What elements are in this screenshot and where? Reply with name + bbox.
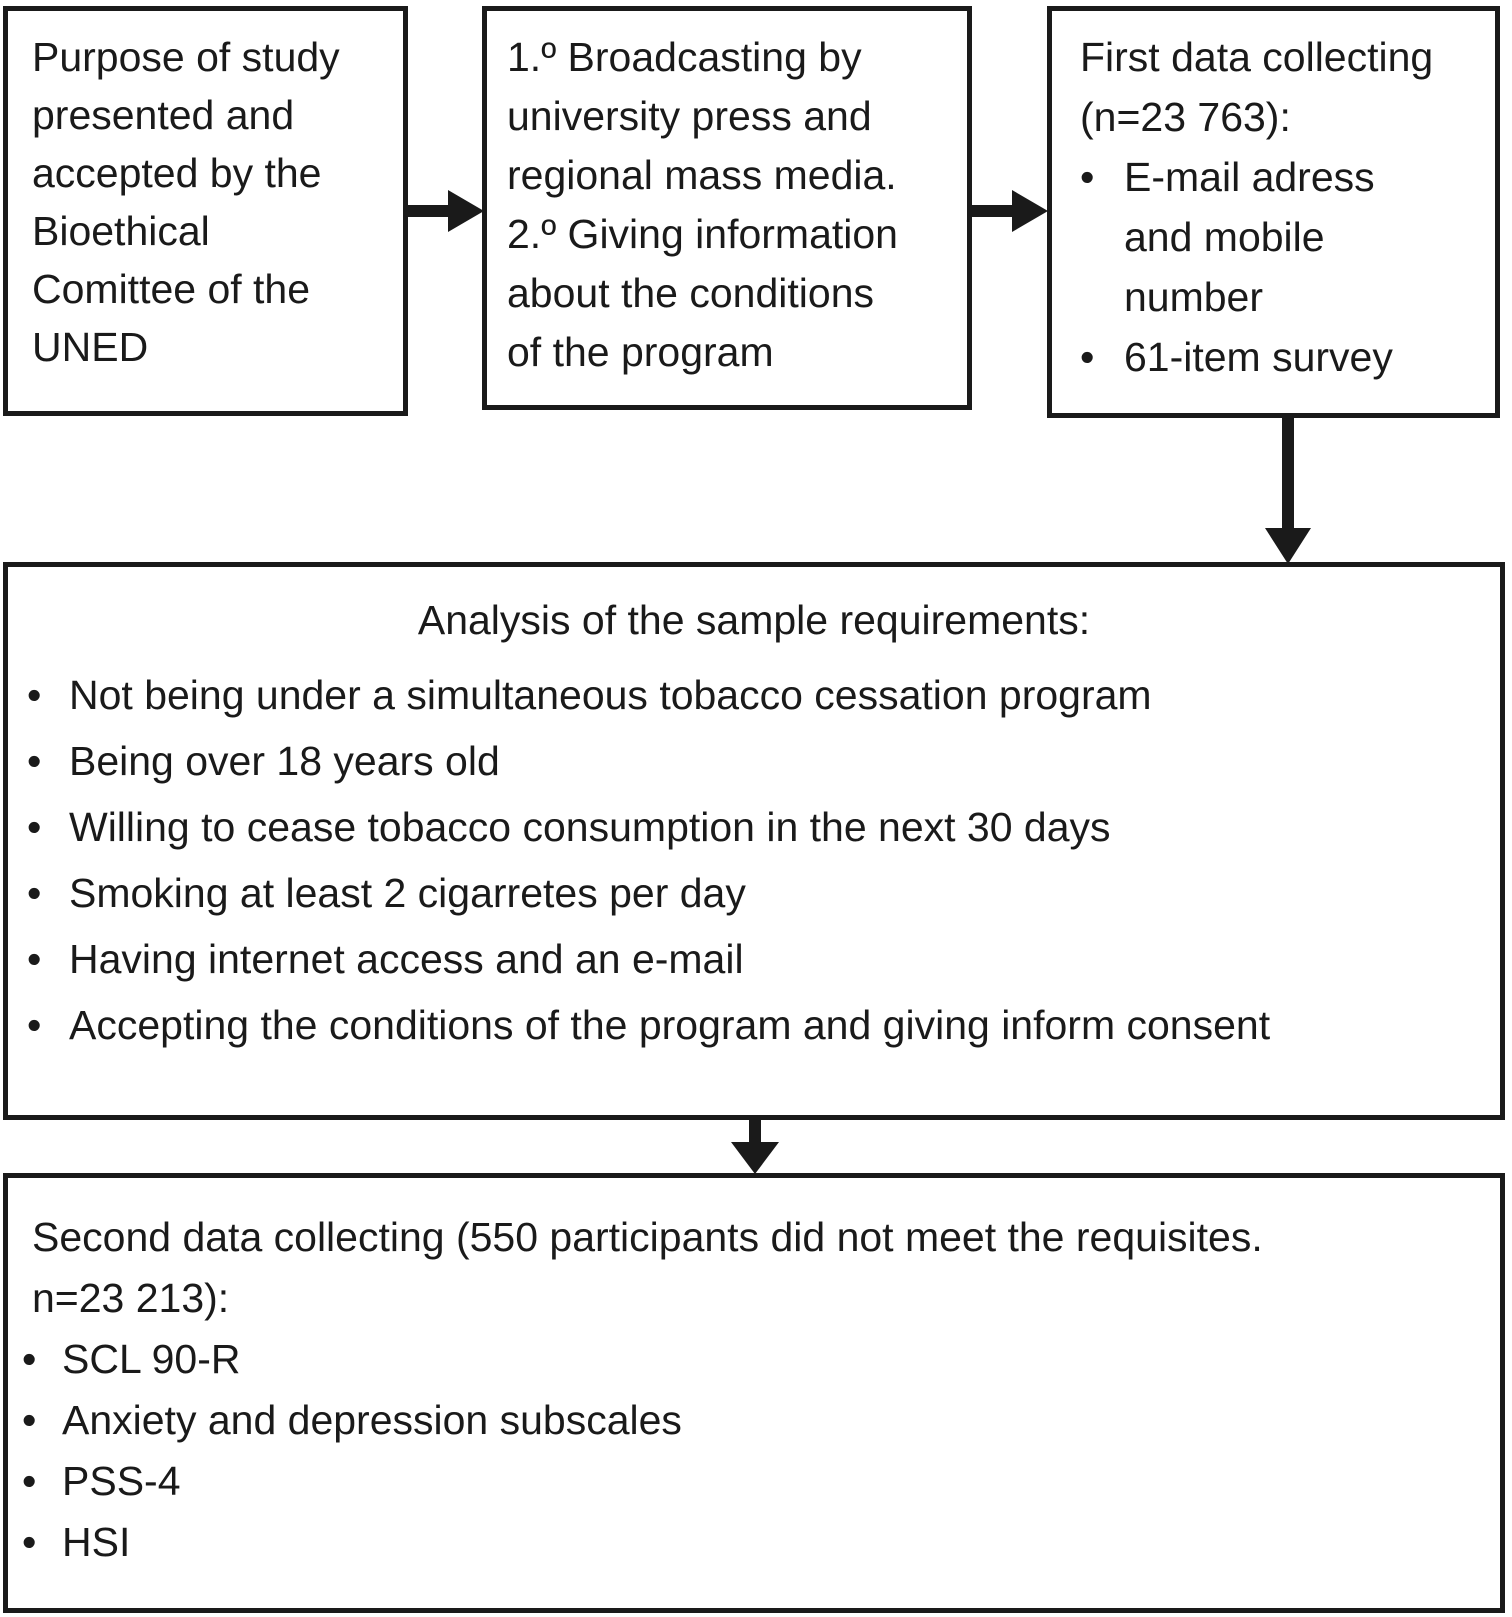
bullet-icon: •: [1080, 334, 1095, 380]
text-line: about the conditions: [507, 270, 874, 316]
bullet-icon: •: [1080, 154, 1095, 200]
purpose-box: Purpose of study presented and accepted …: [3, 6, 408, 416]
bullet-icon: •: [27, 1002, 42, 1048]
bullet-icon: •: [22, 1336, 37, 1382]
arrow-head: [731, 1142, 779, 1174]
text-line: Bioethical: [32, 208, 210, 254]
arrow-stem: [749, 1118, 761, 1142]
bullet-text: E-mail adress and mobile number: [1124, 147, 1375, 327]
second-data-collecting-box: Second data collecting (550 participants…: [3, 1173, 1505, 1613]
arrow-down-icon: [1265, 416, 1311, 566]
analysis-box: Analysis of the sample requirements: • N…: [3, 562, 1505, 1120]
bullet-text: SCL 90-R: [62, 1336, 241, 1382]
arrow-head: [1012, 190, 1048, 232]
bullet-text: Being over 18 years old: [69, 738, 500, 784]
bullet-text: Smoking at least 2 cigarretes per day: [69, 870, 746, 916]
text-line: of the program: [507, 329, 774, 375]
bullet-icon: •: [27, 672, 42, 718]
bullet-text: Accepting the conditions of the program …: [69, 1002, 1271, 1048]
text-line: presented and: [32, 92, 295, 138]
text-line: 1.º Broadcasting by: [507, 34, 862, 80]
list-item: • Smoking at least 2 cigarretes per day: [8, 864, 1500, 922]
bullet-icon: •: [22, 1397, 37, 1443]
bullet-text: Anxiety and depression subscales: [62, 1397, 682, 1443]
text-line: n=23 213):: [32, 1275, 230, 1321]
arrow-head: [1265, 528, 1311, 564]
list-item: • 61-item survey: [1080, 327, 1493, 387]
list-item: • Having internet access and an e-mail: [8, 930, 1500, 988]
bullet-icon: •: [27, 936, 42, 982]
arrow-down-icon: [731, 1118, 779, 1176]
broadcasting-box: 1.º Broadcasting by university press and…: [482, 6, 972, 410]
list-item: • SCL 90-R: [22, 1329, 1486, 1390]
bullet-text: 61-item survey: [1124, 334, 1393, 380]
arrow-stem: [408, 205, 448, 217]
arrow-stem: [1282, 416, 1294, 528]
text-line: (n=23 763):: [1080, 94, 1291, 140]
text-line: and mobile: [1124, 214, 1325, 260]
list-item: • Accepting the conditions of the progra…: [8, 996, 1500, 1054]
bullet-icon: •: [22, 1458, 37, 1504]
bullet-text: HSI: [62, 1519, 131, 1565]
text-line: number: [1124, 274, 1264, 320]
text-line: regional mass media.: [507, 152, 897, 198]
bullet-icon: •: [27, 804, 42, 850]
analysis-title: Analysis of the sample requirements:: [417, 597, 1091, 643]
text-line: Comittee of the: [32, 266, 311, 312]
bullet-text: PSS-4: [62, 1458, 181, 1504]
text-line: 2.º Giving information: [507, 211, 898, 257]
analysis-bullet-list: • Not being under a simultaneous tobacco…: [8, 666, 1500, 1054]
bullet-text: Having internet access and an e-mail: [69, 936, 744, 982]
text-line: Second data collecting (550 participants…: [32, 1214, 1263, 1260]
arrow-head: [448, 190, 484, 232]
text-line: university press and: [507, 93, 872, 139]
first-data-collecting-box: First data collecting (n=23 763): • E-ma…: [1047, 6, 1500, 418]
text-line: First data collecting: [1080, 34, 1434, 80]
arrow-right-icon: [406, 190, 486, 232]
list-item: • Willing to cease tobacco consumption i…: [8, 798, 1500, 856]
arrow-stem: [972, 205, 1012, 217]
list-item: • Not being under a simultaneous tobacco…: [8, 666, 1500, 724]
text-line: accepted by the: [32, 150, 322, 196]
list-item: • Being over 18 years old: [8, 732, 1500, 790]
list-item: • Anxiety and depression subscales: [22, 1390, 1486, 1451]
bullet-icon: •: [27, 870, 42, 916]
arrow-right-icon: [970, 190, 1050, 232]
text-line: UNED: [32, 324, 149, 370]
bullet-icon: •: [22, 1519, 37, 1565]
bullet-text: Willing to cease tobacco consumption in …: [69, 804, 1111, 850]
text-line: E-mail adress: [1124, 154, 1375, 200]
list-item: • E-mail adress and mobile number: [1080, 147, 1493, 327]
text-line: Purpose of study: [32, 34, 340, 80]
bullet-text: Not being under a simultaneous tobacco c…: [69, 672, 1152, 718]
bullet-icon: •: [27, 738, 42, 784]
list-item: • PSS-4: [22, 1451, 1486, 1512]
list-item: • HSI: [22, 1512, 1486, 1573]
